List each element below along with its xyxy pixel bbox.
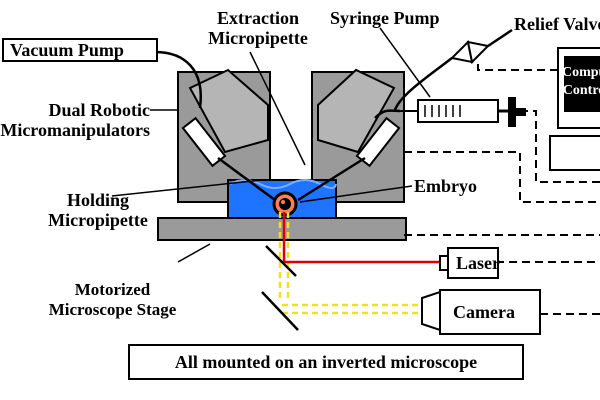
extraction-micropipette-label-line2: Micropipette [208,28,308,48]
holding-micropipette-label-line2: Micropipette [48,210,148,230]
embryo [272,191,298,217]
relief-valve-label: Relief Valve [514,14,600,34]
motorized-stage-label-line2: Microscope Stage [48,300,177,319]
extraction-micropipette-label: Extraction Micropipette [192,8,324,48]
syringe-tube [374,109,401,119]
light-paths [278,212,440,315]
computer-control-label-line2: Control [562,83,600,98]
extraction-micropipette [297,156,366,202]
laser-device [439,247,499,279]
camera-device [421,289,541,335]
holding-micropipette-label: Holding Micropipette [38,190,158,230]
holding-pipette-holder [181,116,227,168]
vacuum-pump-label: Vacuum Pump [2,38,158,62]
motorized-stage-label: Motorized Microscope Stage [0,280,225,320]
computer-control-label-line1: Computer [562,65,600,80]
camera-mirror [261,291,299,331]
relief-valve [449,28,513,65]
relief-tube [393,57,453,111]
computer [549,47,600,171]
laser-label: Laser [456,253,500,273]
dual-robotic-label: Dual Robotic Micromanipulators [0,100,150,140]
leader-lines [111,27,431,263]
extraction-micropipette-label-line1: Extraction [217,8,299,28]
syringe [400,97,526,127]
microscope-stage [157,217,407,241]
holding-micropipette [217,156,276,202]
camera-label: Camera [453,302,515,322]
footer-caption: All mounted on an inverted microscope [128,344,524,380]
vacuum-tube [154,50,203,109]
computer-control-label: Computer Control [562,64,600,100]
embryo-label: Embryo [414,176,477,196]
holding-micropipette-label-line1: Holding [66,190,130,210]
motorized-stage-label-line1: Motorized [74,280,151,299]
extraction-pipette-holder [355,116,401,168]
dichroic-mirror [265,245,297,277]
control-lines [404,64,600,315]
dual-robotic-label-line1: Dual Robotic [48,100,150,120]
dual-robotic-label-line2: Micromanipulators [0,120,150,140]
syringe-pump-label: Syringe Pump [330,8,440,28]
